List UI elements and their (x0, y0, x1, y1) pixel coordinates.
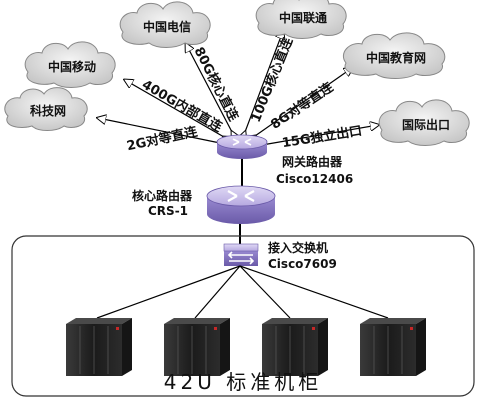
cloud-label-cernet: 中国教育网 (366, 50, 426, 65)
gateway-router-icon (216, 134, 268, 159)
link-label-cernet: 8G对等直连 (268, 79, 337, 133)
cloud-cunicom: 中国联通 (255, 0, 347, 39)
link-label-kejiwang: 2G对等直连 (125, 124, 199, 155)
distribution-lines (96, 265, 389, 319)
gateway-model: Cisco12406 (276, 172, 353, 186)
gateway-name: 网关路由器 (282, 154, 343, 169)
cloud-label-cmobile: 中国移动 (48, 59, 96, 74)
cloud-label-intl: 国际出口 (402, 117, 450, 132)
server-rack-1 (66, 318, 132, 376)
core-router-icon (206, 185, 276, 224)
link-arrows (98, 31, 378, 145)
cloud-cernet: 中国教育网 (342, 32, 446, 79)
cloud-intl: 国际出口 (378, 99, 470, 146)
access-switch-icon (223, 243, 259, 266)
server-rack-2 (164, 318, 230, 376)
cloud-ctelecom: 中国电信 (119, 1, 211, 48)
rack-label: 42U 标准机柜 (164, 370, 322, 394)
link-arrow-ctelecom (186, 44, 232, 132)
core-model: CRS-1 (148, 204, 188, 218)
cloud-cmobile: 中国移动 (24, 41, 116, 88)
core-name: 核心路由器 (132, 188, 193, 203)
cloud-label-ctelecom: 中国电信 (143, 19, 191, 34)
access-name: 接入交换机 (268, 240, 328, 255)
access-model: Cisco7609 (268, 257, 337, 271)
cloud-label-cunicom: 中国联通 (279, 10, 327, 25)
cloud-kejiwang: 科技网 (4, 87, 88, 131)
cloud-label-kejiwang: 科技网 (30, 103, 66, 118)
link-arrow-intl (262, 125, 378, 145)
rack-area-frame (11, 235, 475, 397)
link-label-intl: 15G独立出口 (281, 123, 363, 151)
server-rack-4 (360, 318, 426, 376)
server-rack-3 (262, 318, 328, 376)
